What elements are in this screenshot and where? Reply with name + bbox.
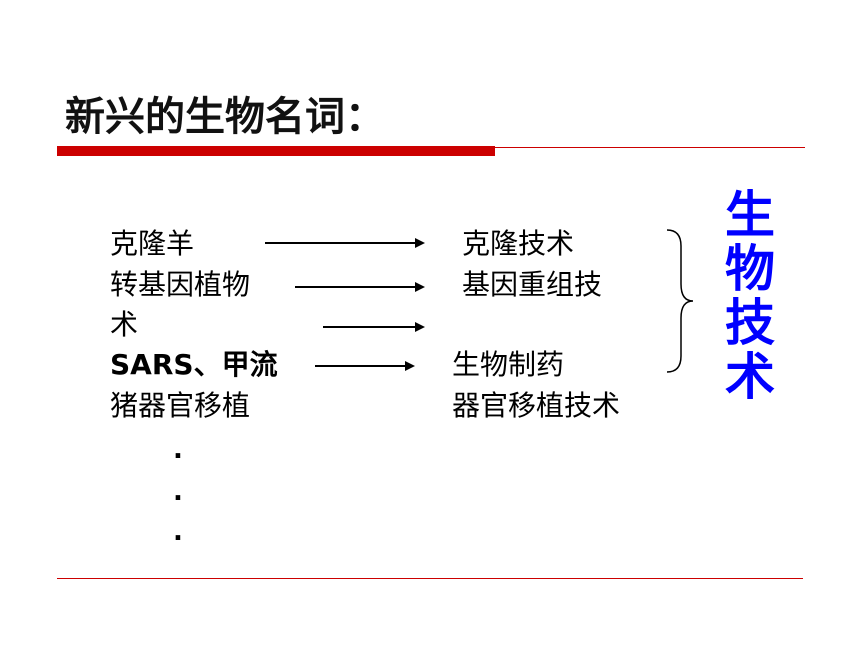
- ellipsis-dot-2: .: [173, 477, 183, 507]
- vertical-char-2: 物: [725, 240, 775, 298]
- title-underline-line: [495, 147, 805, 148]
- title-underline-bar: [57, 146, 495, 156]
- biotech-vertical-label: 生 物 技 术: [720, 188, 780, 404]
- arrow-1: [265, 236, 425, 250]
- arrow-3: [323, 320, 425, 334]
- right-brace-icon: [666, 229, 694, 373]
- right-item-cloning-tech: 克隆技术: [462, 227, 575, 260]
- right-item-gene-recombination: 基因重组技: [462, 268, 603, 301]
- vertical-char-1: 生: [725, 186, 775, 244]
- left-item-transgenic-plants: 转基因植物: [110, 268, 251, 301]
- arrow-2: [295, 280, 425, 294]
- arrow-4: [315, 359, 415, 373]
- left-item-sars: SARS、甲流: [110, 348, 278, 381]
- ellipsis-dot-3: .: [173, 517, 183, 547]
- footer-divider: [57, 578, 803, 579]
- vertical-char-4: 术: [725, 348, 775, 406]
- slide-title: 新兴的生物名词：: [65, 94, 385, 140]
- left-item-shu: 术: [110, 308, 139, 341]
- ellipsis-dot-1: .: [173, 435, 183, 465]
- right-item-organ-transplant-tech: 器官移植技术: [452, 389, 621, 422]
- left-item-pig-organ-transplant: 猪器官移植: [110, 389, 251, 422]
- vertical-char-3: 技: [725, 294, 775, 352]
- right-item-biopharma: 生物制药: [452, 348, 565, 381]
- left-item-cloned-sheep: 克隆羊: [110, 227, 195, 260]
